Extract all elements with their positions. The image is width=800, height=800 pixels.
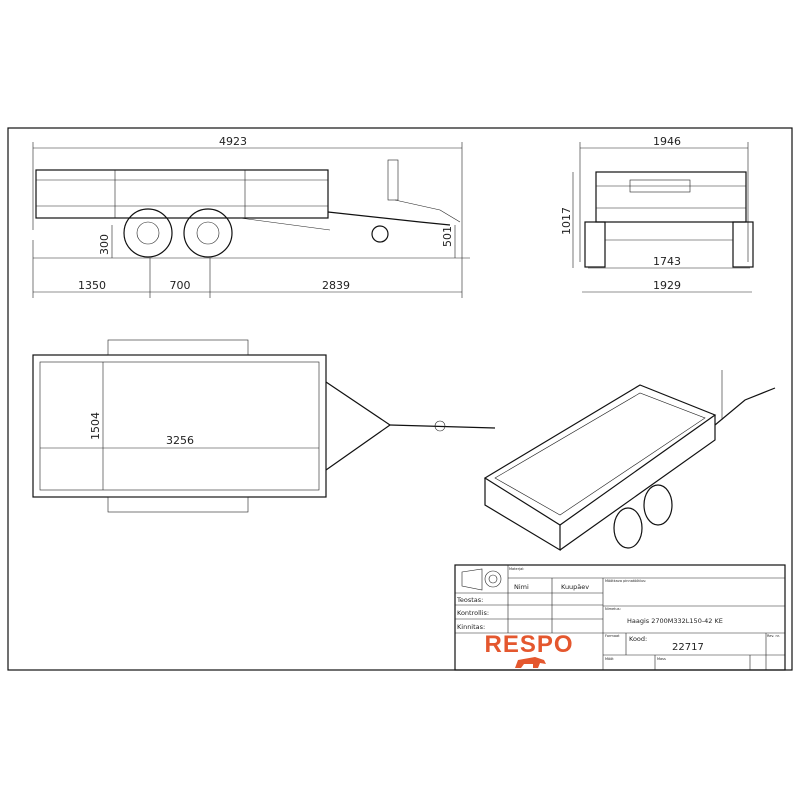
projection-cone-icon: [461, 568, 483, 591]
respo-logo: RESPO: [484, 631, 573, 658]
bull-logo-icon: [515, 657, 546, 668]
dim-overall-width: 1946: [653, 135, 681, 148]
dim-height: 1017: [560, 207, 573, 235]
dim-track-inner: 1743: [653, 255, 681, 268]
rev-label: Rev. nr.: [767, 634, 780, 638]
dim-drawbar: 2839: [322, 279, 350, 292]
drawing-code: 22717: [672, 642, 704, 653]
scale-label: Mõõt: [605, 657, 614, 661]
dim-box-length: 3256: [166, 434, 194, 447]
dim-overall-length: 4923: [219, 135, 247, 148]
isometric-view: [483, 370, 776, 552]
surface-label: Mõõtkava pinnatöötlus:: [605, 579, 646, 583]
drawing-border: [7, 127, 793, 671]
name-column: Nimi: [514, 583, 529, 591]
mass-label: Mass: [657, 657, 666, 661]
code-label: Kood:: [629, 635, 647, 643]
dim-axle-spacing: 700: [170, 279, 191, 292]
projection-circle-icon: [484, 570, 502, 588]
material-label: Materjal:: [509, 567, 524, 571]
dim-ground-clearance: 300: [98, 234, 111, 255]
drawing-title: Haagis 2700M332L150-42 KE: [627, 617, 723, 625]
dim-coupling-height: 501: [441, 226, 454, 247]
dim-track-outer: 1929: [653, 279, 681, 292]
date-column: Kuupäev: [561, 583, 589, 591]
top-view: 1504 3256: [32, 339, 496, 513]
side-view: 4923 1350 700 2839 300 501: [32, 135, 470, 298]
row-kinnitas: Kinnitas:: [457, 623, 485, 631]
title-label: Nimetus:: [605, 607, 621, 611]
front-view: 1946 1017 1743 1929: [560, 135, 754, 293]
title-block: Materjal: Nimi Kuupäev Mõõtkava pinnatöö…: [454, 564, 786, 671]
row-teostas: Teostas:: [456, 596, 483, 604]
dim-box-width: 1504: [89, 412, 102, 440]
format-label: Formaat: [605, 634, 620, 638]
dim-axle-front: 1350: [78, 279, 106, 292]
row-kontrollis: Kontrollis:: [457, 609, 489, 617]
